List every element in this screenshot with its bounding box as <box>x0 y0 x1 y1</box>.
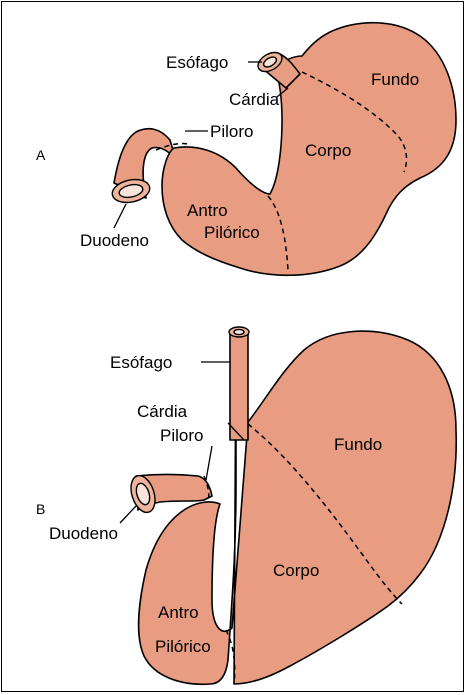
panel-b: B Esófago Cárdia Piloro Fundo Corpo Antr… <box>36 327 456 684</box>
panel-b-stomach <box>139 331 457 684</box>
panel-b-piloro-leader <box>206 446 212 480</box>
panel-b-label-duodeno: Duodeno <box>49 524 118 543</box>
panel-b-duodeno-leader <box>120 506 136 523</box>
panel-a-label-corpo: Corpo <box>305 141 351 160</box>
panel-a-duodeno-leader <box>114 204 126 228</box>
panel-b-label-pilorico: Pilórico <box>155 637 211 656</box>
panel-a: A Esófago Cárdia Piloro Fundo Corpo Antr… <box>36 23 456 276</box>
panel-a-label-duodeno: Duodeno <box>80 231 149 250</box>
panel-a-letter: A <box>36 147 46 163</box>
panel-b-esophagus-lumen <box>234 329 244 334</box>
panel-b-label-piloro: Piloro <box>160 426 203 445</box>
panel-a-label-antro: Antro <box>187 201 228 220</box>
panel-a-label-fundo: Fundo <box>371 70 419 89</box>
panel-b-letter: B <box>36 501 45 517</box>
panel-a-label-esofago: Esófago <box>166 53 228 72</box>
panel-b-label-fundo: Fundo <box>334 435 382 454</box>
panel-b-label-esofago: Esófago <box>110 353 172 372</box>
panel-a-label-cardia: Cárdia <box>229 90 280 109</box>
panel-b-label-antro: Antro <box>158 603 199 622</box>
panel-b-esophagus <box>230 332 248 440</box>
panel-a-label-pilorico: Pilórico <box>204 223 260 242</box>
panel-b-label-corpo: Corpo <box>273 561 319 580</box>
panel-b-label-cardia: Cárdia <box>137 402 188 421</box>
panel-a-label-piloro: Piloro <box>210 122 253 141</box>
